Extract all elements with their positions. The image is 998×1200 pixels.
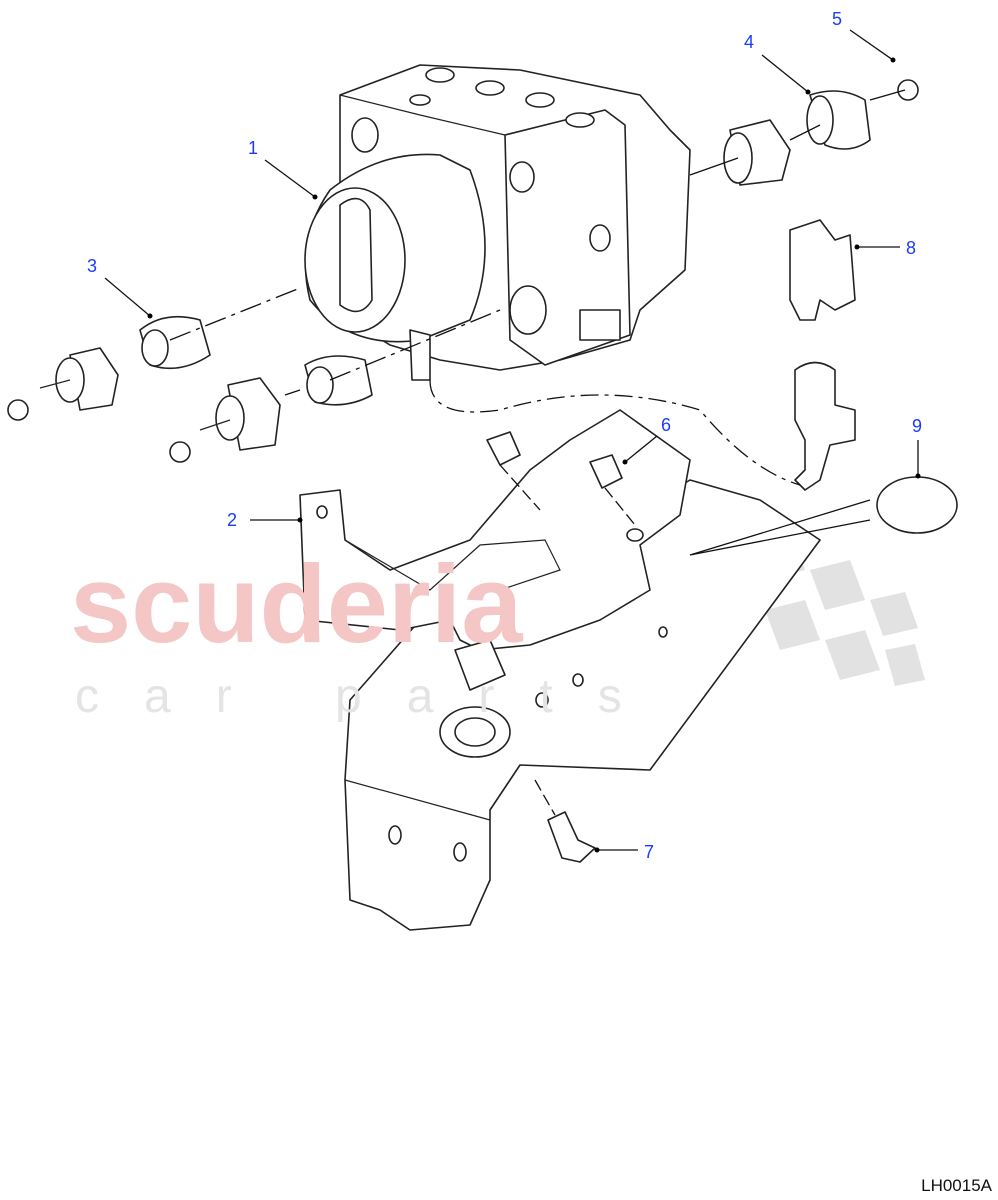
sensor-connector <box>794 361 856 491</box>
callout-2[interactable]: 2 <box>227 510 303 530</box>
svg-text:1: 1 <box>248 138 258 158</box>
part-4-5-bush-and-nut <box>689 79 919 186</box>
part-8-clip <box>789 219 856 321</box>
part-3-mounting-bushes <box>7 287 501 463</box>
part-2-mounting-bracket <box>299 409 691 651</box>
callout-9[interactable]: 9 <box>912 416 922 479</box>
callout-8[interactable]: 8 <box>854 238 917 258</box>
watermark-brand: scuderia <box>70 543 523 666</box>
svg-text:2: 2 <box>227 510 237 530</box>
svg-text:7: 7 <box>644 842 654 862</box>
svg-text:6: 6 <box>661 415 671 435</box>
svg-text:8: 8 <box>906 238 916 258</box>
part-7-bolt <box>534 779 596 863</box>
callout-7[interactable]: 7 <box>594 842 655 862</box>
part-1-abs-modulator <box>304 64 691 381</box>
part-6-nuts <box>486 431 636 526</box>
part-9-grommet <box>876 476 958 534</box>
svg-text:5: 5 <box>832 9 842 29</box>
svg-text:3: 3 <box>87 256 97 276</box>
watermark-subtitle: car parts <box>75 670 667 723</box>
svg-text:9: 9 <box>912 416 922 436</box>
callout-6[interactable]: 6 <box>622 415 672 465</box>
callout-3[interactable]: 3 <box>87 256 153 319</box>
callout-1[interactable]: 1 <box>248 138 318 200</box>
svg-text:4: 4 <box>744 32 754 52</box>
callout-4[interactable]: 4 <box>744 32 811 95</box>
callout-5[interactable]: 5 <box>832 9 896 63</box>
diagram-reference-code: LH0015A <box>921 1176 992 1195</box>
watermark: scuderia car parts <box>70 543 667 723</box>
callouts: 1 2 3 4 5 6 7 8 <box>87 9 922 862</box>
